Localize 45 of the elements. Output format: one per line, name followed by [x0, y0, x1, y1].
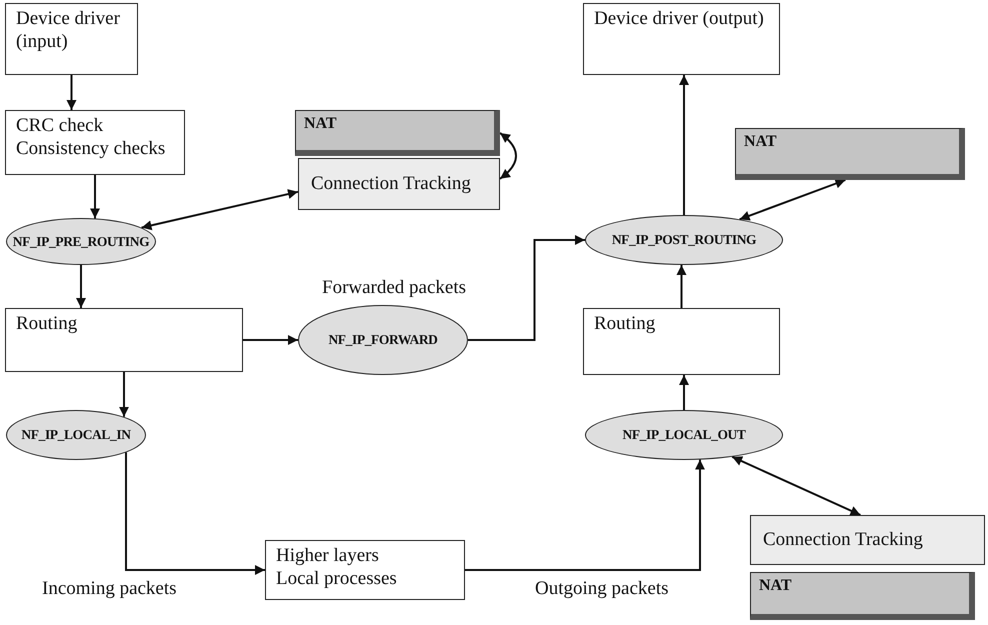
arrow	[125, 452, 265, 575]
node-label: NF_IP_PRE_ROUTING	[12, 234, 150, 250]
node-label: NF_IP_LOCAL_IN	[21, 427, 131, 443]
node-label: Device driver (output)	[594, 8, 764, 31]
node-label: CRC check Consistency checks	[16, 115, 166, 161]
module-box	[298, 158, 500, 210]
flow-label: Outgoing packets	[535, 578, 669, 600]
process-box	[5, 110, 185, 175]
arrow	[465, 460, 705, 571]
arrow	[66, 75, 76, 110]
arrow	[90, 175, 100, 218]
process-box	[265, 540, 465, 600]
node-label: NF_IP_FORWARD	[328, 332, 438, 348]
arrow	[739, 178, 846, 221]
arrow	[243, 335, 298, 345]
process-box	[5, 308, 243, 372]
arrow	[676, 265, 686, 308]
process-box	[5, 3, 138, 75]
node-label: NF_IP_POST_ROUTING	[612, 232, 756, 248]
arrow	[76, 265, 86, 308]
node-label: NF_IP_LOCAL_OUT	[622, 427, 746, 443]
module-box	[295, 110, 500, 156]
arrow	[468, 235, 585, 341]
module-box	[750, 515, 985, 565]
arrow	[732, 456, 861, 516]
node-caption: Forwarded packets	[322, 277, 466, 299]
node-label: Routing	[594, 313, 656, 336]
arrow	[679, 375, 689, 410]
arrow	[499, 132, 517, 180]
node-label: Routing	[16, 313, 78, 336]
flow-label: Incoming packets	[42, 578, 177, 600]
node-label: Device driver (input)	[16, 8, 121, 54]
node-label: Connection Tracking	[763, 529, 923, 551]
node-label: Higher layers Local processes	[276, 545, 398, 591]
arrow	[141, 189, 298, 230]
arrow	[119, 372, 129, 417]
module-box	[735, 128, 965, 180]
node-label: NAT	[744, 133, 777, 151]
module-box	[750, 572, 975, 620]
process-box	[583, 308, 780, 375]
node-label: NAT	[304, 115, 337, 133]
node-label: Connection Tracking	[311, 173, 471, 195]
arrow	[679, 75, 689, 215]
node-label: NAT	[759, 577, 792, 595]
process-box	[583, 3, 780, 75]
